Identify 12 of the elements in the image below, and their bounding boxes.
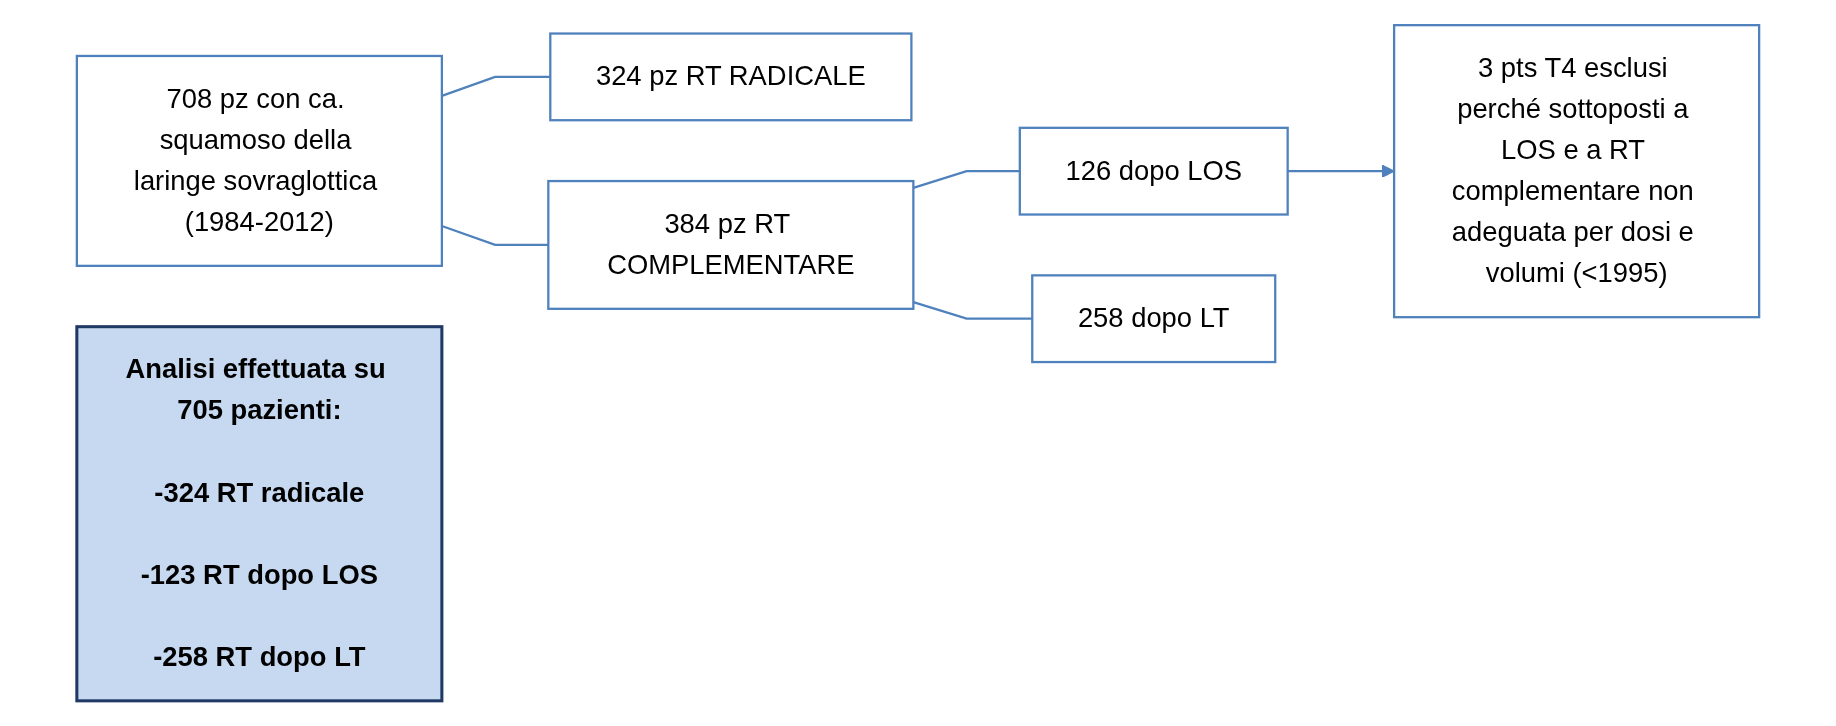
connector [913,170,1020,189]
connector [913,300,1033,320]
arrow [1287,164,1395,178]
node-box: Analisi effettuata su 705 pazienti: -324 RT radicale -123 RT dopo LOS -258 RT dopo LT [75,325,444,703]
node-box: 126 dopo LOS [1018,126,1289,216]
connector [441,75,551,97]
node-box: 258 dopo LT [1031,274,1277,364]
node-box: 708 pz con ca. squamoso della laringe sovraglottica (1984-2012) [75,54,443,267]
node-box: 384 pz RT COMPLEMENTARE [547,179,915,310]
node-box: 3 pts T4 esclusi perché sottoposti a LOS e a RT complementare non adeguata per dosi e volumi (<1995) [1393,24,1761,319]
node-box: 324 pz RT RADICALE [549,32,913,122]
connector [441,224,549,247]
